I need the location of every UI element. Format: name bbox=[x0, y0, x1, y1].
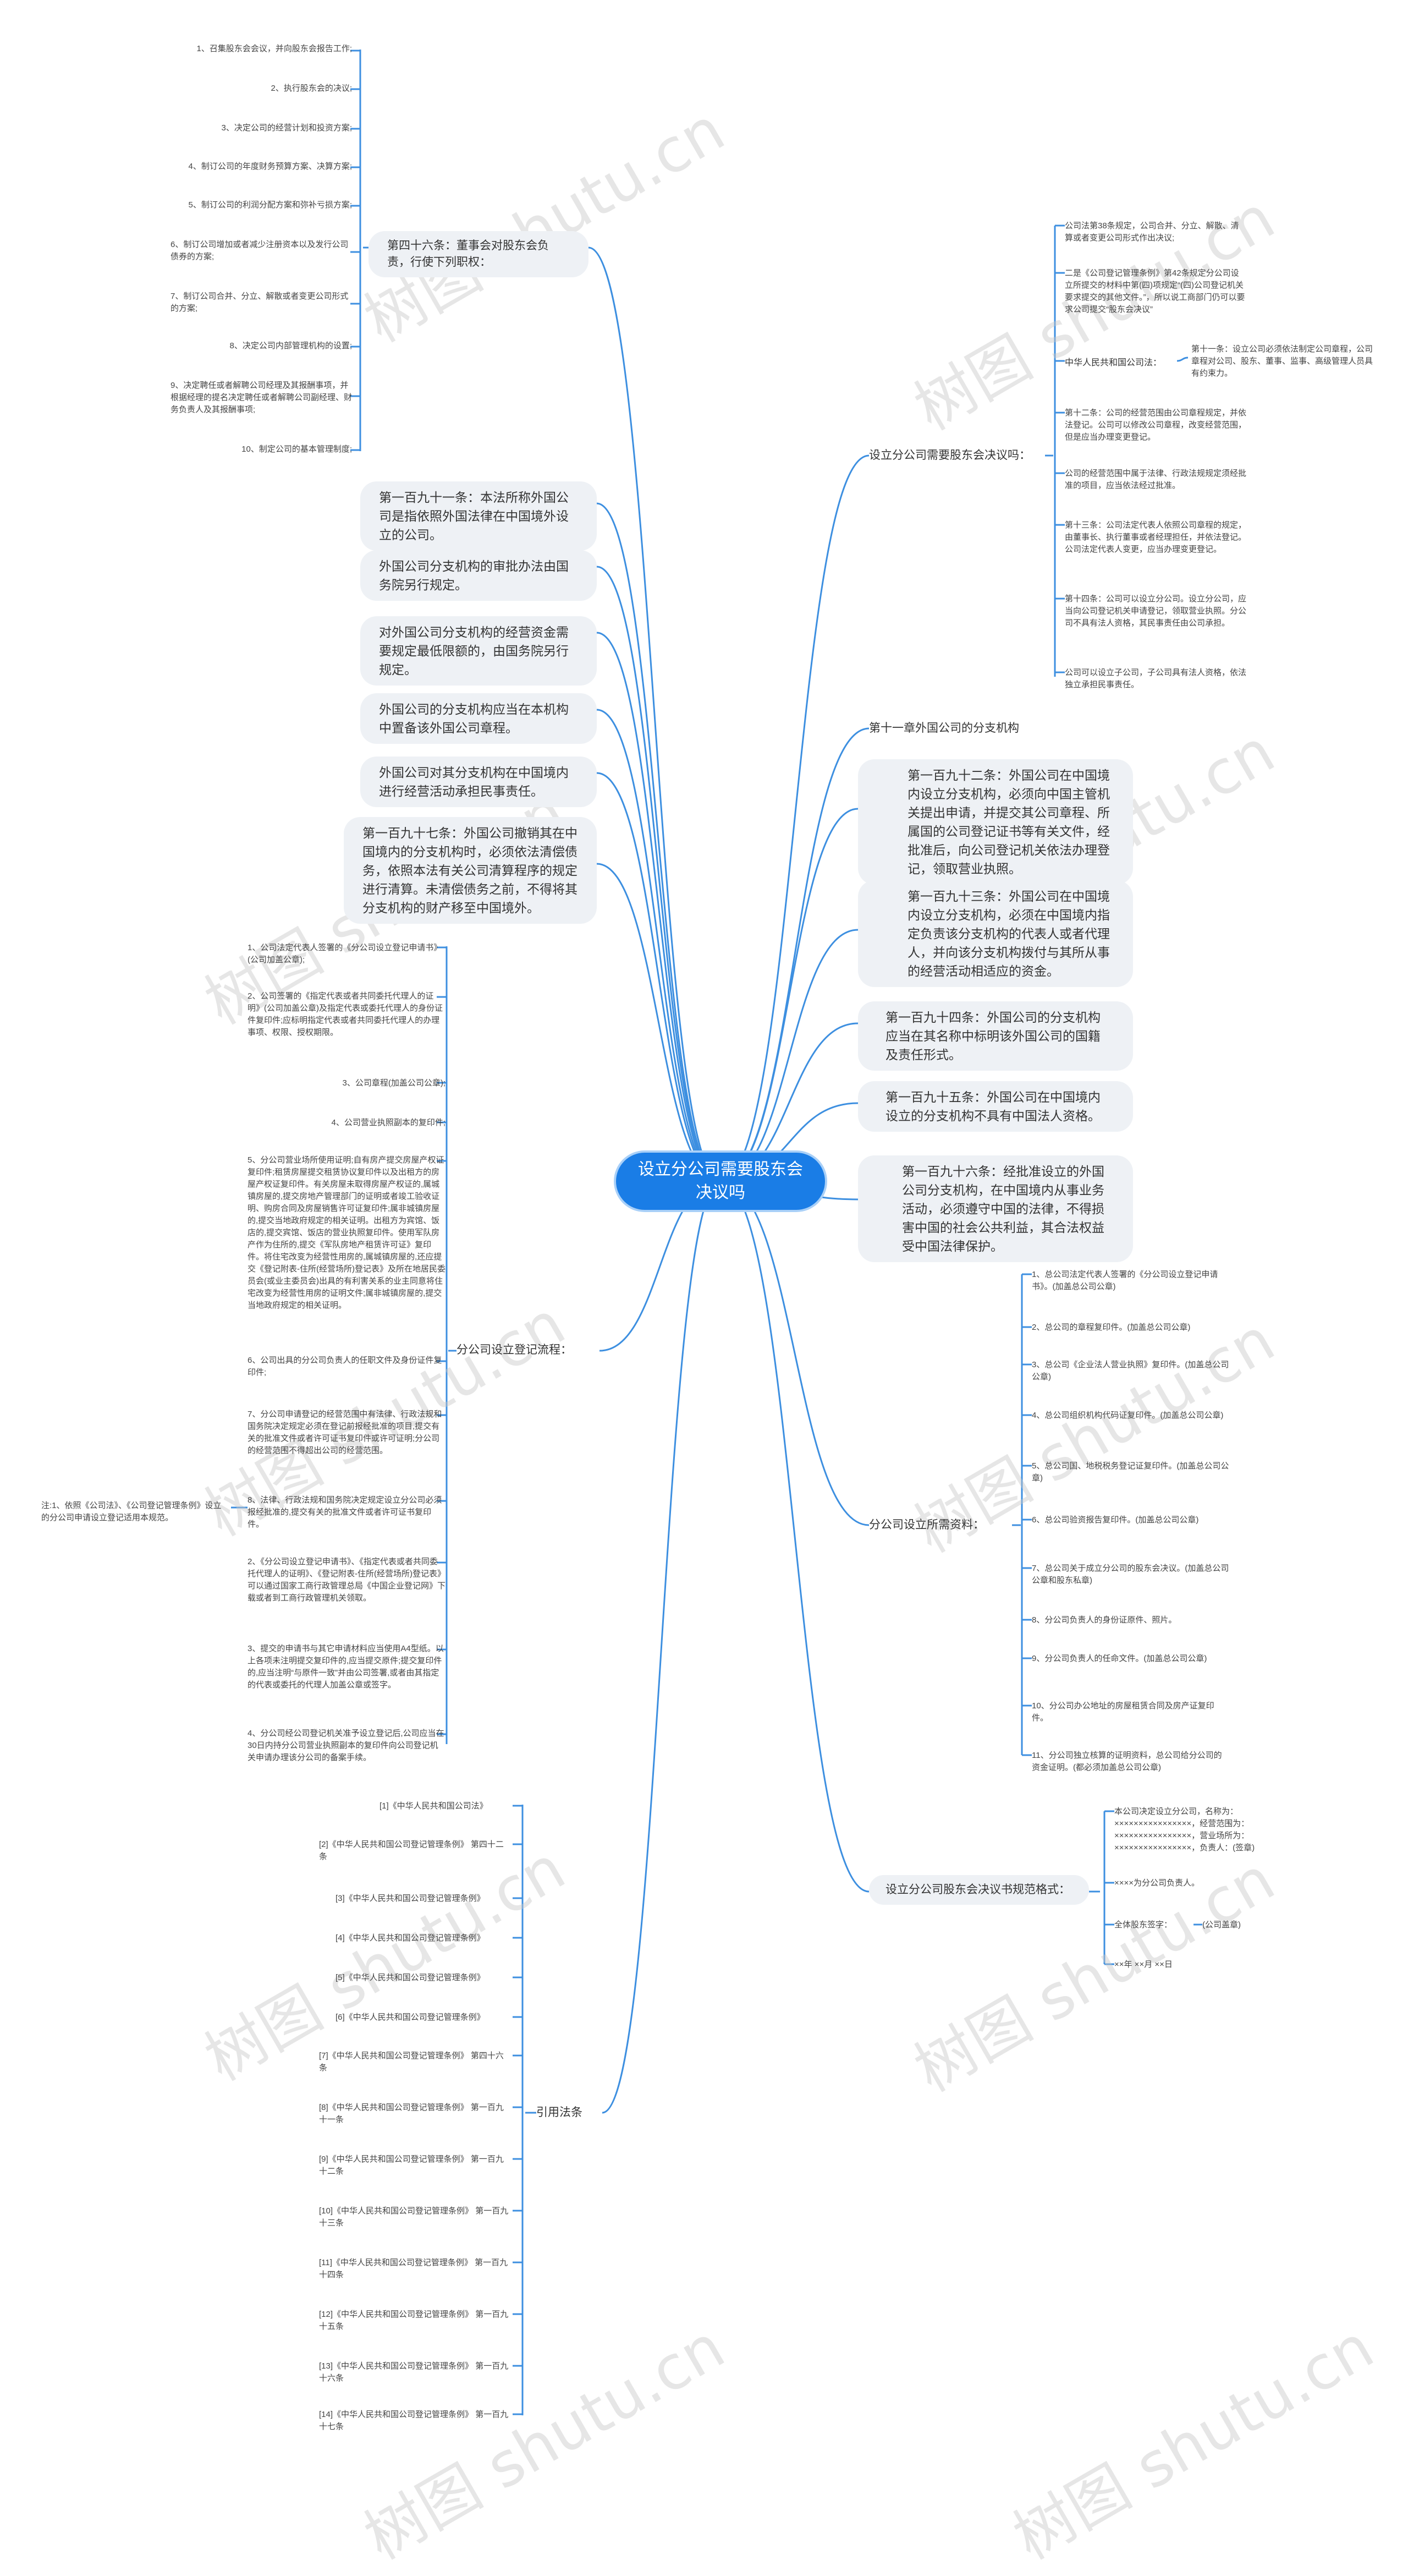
list-item: 11、分公司独立核算的证明资料，总公司给分公司的资金证明。(都必须加盖总公司公章… bbox=[1032, 1751, 1222, 1772]
citation-item: [4]《中华人民共和国公司登记管理条例》 bbox=[336, 1933, 485, 1943]
list-item: 6、公司出具的分公司负责人的任职文件及身份证件复印件; bbox=[248, 1356, 442, 1377]
article-195[interactable]: 第一百九十五条：外国公司在中国境内设立的分支机构不具有中国法人资格。 bbox=[858, 1081, 1133, 1132]
citation-item: [9]《中华人民共和国公司登记管理条例》 第一百九十二条 bbox=[319, 2155, 504, 2176]
list-item: 7、总公司关于成立分公司的股东会决议。(加盖总公司公章和股东私章) bbox=[1032, 1564, 1229, 1585]
list-item: 9、分公司负责人的任命文件。(加盖总公司公章) bbox=[1032, 1654, 1207, 1663]
citation-item: [11]《中华人民共和国公司登记管理条例》 第一百九十四条 bbox=[319, 2258, 508, 2279]
topic-197[interactable]: 第一百九十七条：外国公司撤销其在中国境内的分支机构时，必须依法清偿债务，依照本法… bbox=[344, 817, 597, 924]
branch-line bbox=[596, 632, 721, 1182]
list-item: 3、总公司《企业法人营业执照》复印件。(加盖总公司公章) bbox=[1032, 1360, 1229, 1382]
branch-line bbox=[588, 246, 721, 1182]
list-item: 第十二条：公司的经营范围由公司章程规定，并依法登记。公司可以修改公司章程，改变经… bbox=[1065, 408, 1247, 442]
list-item: 9、决定聘任或者解聘公司经理及其报酬事项，并根据经理的提名决定聘任或者解聘公司副… bbox=[170, 381, 353, 414]
chapter11-topic[interactable]: 第十一章外国公司的分支机构 bbox=[869, 722, 1019, 735]
citation-item: [6]《中华人民共和国公司登记管理条例》 bbox=[336, 2013, 485, 2022]
citation-item: [5]《中华人民共和国公司登记管理条例》 bbox=[336, 1973, 485, 1982]
list-item: 5、制订公司的利润分配方案和弥补亏损方案; bbox=[188, 200, 352, 210]
article-193[interactable]: 第一百九十三条：外国公司在中国境内设立分支机构，必须在中国境内指定负责该分支机构… bbox=[858, 880, 1133, 987]
list-item: 公司的经营范围中属于法律、行政法规规定须经批准的项目，应当依法经过批准。 bbox=[1065, 469, 1247, 490]
root-topic[interactable]: 设立分公司需要股东会决议吗 bbox=[616, 1153, 825, 1210]
topic-191[interactable]: 第一百九十一条：本法所称外国公司是指依照外国法律在中国境外设立的公司。 bbox=[360, 481, 597, 551]
branch-line bbox=[720, 929, 859, 1182]
branch-line bbox=[602, 1180, 721, 2114]
branch-line bbox=[720, 1180, 870, 1526]
list-item: 2、《分公司设立登记申请书》、《指定代表或者共同委托代理人的证明》、《登记附表-… bbox=[248, 1557, 446, 1603]
branch-line bbox=[720, 1180, 870, 1893]
list-item: 10、分公司办公地址的房屋租赁合同及房产证复印件。 bbox=[1032, 1701, 1214, 1723]
list-item: 二是《公司登记管理条例》第42条规定分公司设立所提交的材料中第(四)项规定“(四… bbox=[1065, 268, 1245, 314]
topic-liability[interactable]: 外国公司对其分支机构在中国境内进行经营活动承担民事责任。 bbox=[360, 757, 597, 807]
citation-item: [3]《中华人民共和国公司登记管理条例》 bbox=[336, 1894, 485, 1903]
registration-topic[interactable]: 分公司设立登记流程： bbox=[457, 1344, 572, 1356]
list-item: 6、总公司验资报告复印件。(加盖总公司公章) bbox=[1032, 1515, 1199, 1525]
list-item: 1、总公司法定代表人签署的《分公司设立登记申请书》。(加盖总公司公章) bbox=[1032, 1270, 1218, 1291]
list-item: ××年 ××月 ××日 bbox=[1114, 1960, 1173, 1969]
stamp-label: (公司盖章) bbox=[1202, 1920, 1241, 1930]
article-194[interactable]: 第一百九十四条：外国公司的分支机构应当在其名称中标明该外国公司的国籍及责任形式。 bbox=[858, 1001, 1133, 1071]
list-item: 2、执行股东会的决议; bbox=[271, 84, 352, 93]
citation-item: [13]《中华人民共和国公司登记管理条例》 第一百九十六条 bbox=[319, 2361, 509, 2383]
list-item: 本公司决定设立分公司，名称为：××××××××××××××××，经营范围为：××… bbox=[1114, 1807, 1255, 1852]
citation-item: [14]《中华人民共和国公司登记管理条例》 第一百九十七条 bbox=[319, 2410, 509, 2431]
citation-item: [8]《中华人民共和国公司登记管理条例》 第一百九十一条 bbox=[319, 2103, 504, 2124]
citation-item: [12]《中华人民共和国公司登记管理条例》 第一百九十五条 bbox=[319, 2310, 509, 2331]
list-item: 第十三条：公司法定代表人依照公司章程的规定，由董事长、执行董事或者经理担任，并依… bbox=[1065, 520, 1247, 554]
branch-line bbox=[720, 454, 870, 1182]
list-item: 4、总公司组织机构代码证复印件。(加盖总公司公章) bbox=[1032, 1411, 1224, 1420]
article-196[interactable]: 第一百九十六条：经批准设立的外国公司分支机构，在中国境内从事业务活动，必须遵守中… bbox=[858, 1155, 1133, 1262]
list-item: ××××为分公司负责人。 bbox=[1114, 1878, 1200, 1888]
template-topic[interactable]: 设立分公司股东会决议书规范格式： bbox=[869, 1875, 1089, 1905]
need-topic[interactable]: 设立分公司需要股东会决议吗： bbox=[869, 449, 1031, 462]
list-item: 第十一条：设立公司必须依法制定公司章程，公司章程对公司、股东、董事、监事、高级管… bbox=[1191, 344, 1373, 378]
list-item: 7、分公司申请登记的经营范围中有法律、行政法规和国务院决定规定必须在登记前报经批… bbox=[248, 1410, 442, 1455]
citation-item: [1]《中华人民共和国公司法》 bbox=[380, 1801, 488, 1811]
list-item: 8、分公司负责人的身份证原件、照片。 bbox=[1032, 1615, 1177, 1625]
list-item: 4、公司营业执照副本的复印件; bbox=[331, 1118, 446, 1127]
list-item: 8、决定公司内部管理机构的设置; bbox=[229, 341, 352, 350]
list-item: 7、制订公司合并、分立、解散或者变更公司形式的方案; bbox=[170, 292, 349, 313]
list-item: 3、提交的申请书与其它申请材料应当使用A4型纸。以上各项未注明提交复印件的,应当… bbox=[248, 1644, 444, 1690]
article46-topic[interactable]: 第四十六条：董事会对股东会负责，行使下列职权： bbox=[369, 231, 588, 277]
branch-line bbox=[720, 727, 870, 1182]
citation-topic[interactable]: 引用法条 bbox=[536, 2106, 582, 2119]
list-item: 3、公司章程(加盖公司公章); bbox=[342, 1078, 446, 1088]
list-item: 4、制订公司的年度财务预算方案、决算方案; bbox=[188, 162, 352, 171]
topic-capital[interactable]: 对外国公司分支机构的经营资金需要规定最低限额的，由国务院另行规定。 bbox=[360, 616, 597, 686]
topic-charter[interactable]: 外国公司的分支机构应当在本机构中置备该外国公司章程。 bbox=[360, 693, 597, 744]
list-item: 2、总公司的章程复印件。(加盖总公司公章) bbox=[1032, 1323, 1191, 1332]
list-item: 公司法第38条规定，公司合并、分立、解散、清算或者变更公司形式作出决议; bbox=[1065, 221, 1239, 243]
topic-approval[interactable]: 外国公司分支机构的审批办法由国务院另行规定。 bbox=[360, 550, 597, 601]
citation-item: [10]《中华人民共和国公司登记管理条例》 第一百九十三条 bbox=[319, 2206, 509, 2228]
list-item: 全体股东签字： bbox=[1114, 1920, 1173, 1930]
list-item: 第十四条：公司可以设立分公司。设立分公司，应当向公司登记机关申请登记，领取营业执… bbox=[1065, 594, 1247, 628]
list-item: 5、总公司国、地税税务登记证复印件。(加盖总公司公章) bbox=[1032, 1461, 1229, 1483]
list-item: 10、制定公司的基本管理制度; bbox=[241, 445, 352, 454]
list-item: 6、制订公司增加或者减少注册资本以及发行公司债券的方案; bbox=[170, 240, 349, 261]
list-item: 1、召集股东会会议，并向股东会报告工作; bbox=[196, 44, 352, 53]
list-item: 5、分公司营业场所使用证明;自有房产提交房屋产权证复印件;租赁房屋提交租赁协议复… bbox=[248, 1155, 446, 1310]
materials-topic[interactable]: 分公司设立所需资料： bbox=[869, 1519, 985, 1531]
list-item: 4、分公司经公司登记机关准予设立登记后,公司应当在30日内持分公司营业执照副本的… bbox=[248, 1729, 444, 1762]
list-item: 公司可以设立子公司，子公司具有法人资格，依法独立承担民事责任。 bbox=[1065, 668, 1247, 689]
sub-line bbox=[1176, 357, 1189, 362]
list-item: 3、决定公司的经营计划和投资方案; bbox=[221, 123, 352, 133]
branch-line bbox=[596, 502, 721, 1182]
list-item: 8、法律、行政法规和国务院决定规定设立分公司必须报经批准的,提交有关的批准文件或… bbox=[248, 1495, 442, 1529]
list-item: 2、公司签署的《指定代表或者共同委托代理人的证明》(公司加盖公章)及指定代表或委… bbox=[248, 991, 443, 1037]
article-192[interactable]: 第一百九十二条：外国公司在中国境内设立分支机构，必须向中国主管机关提出申请，并提… bbox=[858, 759, 1133, 885]
branch-line bbox=[596, 566, 721, 1182]
citation-item: [2]《中华人民共和国公司登记管理条例》 第四十二条 bbox=[319, 1840, 504, 1861]
registration-note: 注:1、依照《公司法》、《公司登记管理条例》设立的分公司申请设立登记适用本规范。 bbox=[41, 1501, 222, 1522]
citation-item: [7]《中华人民共和国公司登记管理条例》 第四十六条 bbox=[319, 2051, 504, 2073]
companylaw-topic[interactable]: 中华人民共和国公司法： bbox=[1065, 358, 1162, 368]
list-item: 1、公司法定代表人签署的《分公司设立登记申请书》(公司加盖公章); bbox=[248, 943, 442, 964]
